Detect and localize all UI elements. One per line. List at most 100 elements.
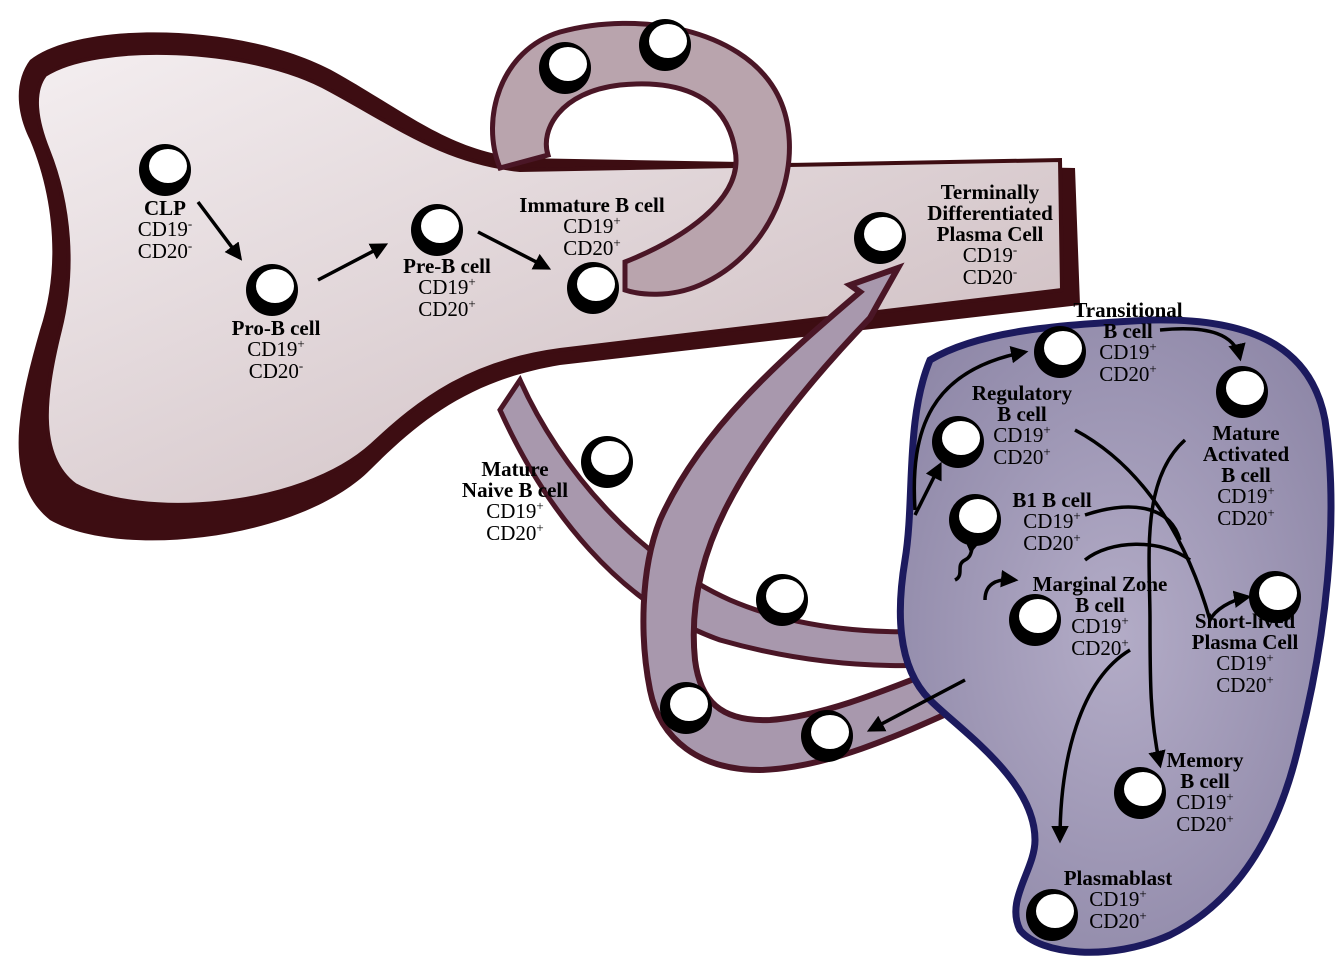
- marker-cd19: CD19+: [1089, 886, 1147, 911]
- marker-base: CD19: [486, 499, 536, 523]
- cell-nucleus-highlight: [421, 209, 459, 243]
- cell-transitional: [1034, 326, 1086, 378]
- marker-sign: +: [1073, 508, 1080, 523]
- cell-regulatory: [932, 416, 984, 468]
- marker-cd19: CD19-: [138, 216, 193, 241]
- cell-vessel-top-2: [639, 19, 691, 71]
- marker-sign: +: [613, 235, 620, 250]
- marker-base: CD19: [418, 275, 468, 299]
- marker-base: CD19: [963, 243, 1013, 267]
- cell-nucleus-highlight: [1124, 772, 1162, 806]
- marker-cd20: CD20+: [563, 235, 621, 260]
- marker-sign: +: [1266, 650, 1273, 665]
- marker-sign: +: [1121, 613, 1128, 628]
- marker-base: CD19: [1176, 790, 1226, 814]
- cell-vessel-top-1: [539, 42, 591, 94]
- cell-nucleus-highlight: [1019, 599, 1057, 633]
- marker-sign: +: [1043, 422, 1050, 437]
- marker-base: CD20: [418, 297, 468, 321]
- cell-memory: [1114, 767, 1166, 819]
- marker-base: CD20: [563, 236, 613, 260]
- marker-base: CD19: [1089, 887, 1139, 911]
- marker-sign: +: [1266, 672, 1273, 687]
- marker-cd20: CD20+: [1176, 811, 1234, 836]
- cell-nucleus-highlight: [959, 499, 997, 533]
- cell-b1: [949, 494, 1001, 546]
- marker-sign: -: [188, 216, 192, 231]
- marker-sign: +: [1043, 444, 1050, 459]
- cell-nucleus-highlight: [149, 149, 187, 183]
- marker-base: CD20: [1023, 531, 1073, 555]
- marker-base: CD19: [563, 214, 613, 238]
- cell-terminal-plasma: [854, 212, 906, 264]
- marker-cd20: CD20+: [1099, 361, 1157, 386]
- marker-cd20: CD20-: [249, 358, 304, 383]
- cell-nucleus-highlight: [577, 267, 615, 301]
- marker-base: CD19: [1217, 484, 1267, 508]
- cell-nucleus-highlight: [942, 421, 980, 455]
- cell-nucleus-highlight: [1259, 576, 1297, 610]
- marker-sign: +: [1139, 886, 1146, 901]
- cell-vessel-lower: [756, 574, 808, 626]
- marker-base: CD20: [1071, 636, 1121, 660]
- marker-sign: +: [1226, 811, 1233, 826]
- marker-sign: +: [468, 296, 475, 311]
- marker-base: CD20: [963, 265, 1013, 289]
- cell-nucleus-highlight: [591, 441, 629, 475]
- cell-marginal-zone: [1009, 594, 1061, 646]
- cell-nucleus-highlight: [256, 269, 294, 303]
- cell-immature-b: [567, 262, 619, 314]
- marker-cd20: CD20+: [418, 296, 476, 321]
- marker-cd19: CD19+: [1216, 650, 1274, 675]
- marker-base: CD20: [1089, 909, 1139, 933]
- cell-mature-naive: [581, 436, 633, 488]
- marker-sign: +: [1267, 483, 1274, 498]
- cell-bloodstream: [801, 710, 853, 762]
- cell-nucleus-highlight: [549, 47, 587, 81]
- marker-sign: +: [1149, 361, 1156, 376]
- marker-base: CD20: [1217, 506, 1267, 530]
- marker-cd19: CD19+: [486, 498, 544, 523]
- cell-nucleus-highlight: [670, 687, 708, 721]
- marker-base: CD20: [138, 239, 188, 263]
- marker-cd19: CD19+: [1217, 483, 1275, 508]
- marker-base: CD19: [993, 423, 1043, 447]
- marker-cd20: CD20+: [1216, 672, 1274, 697]
- marker-base: CD19: [247, 337, 297, 361]
- marker-sign: +: [613, 213, 620, 228]
- marker-base: CD20: [1176, 812, 1226, 836]
- cell-clp: [139, 144, 191, 196]
- marker-cd19: CD19+: [563, 213, 621, 238]
- marker-base: CD20: [486, 521, 536, 545]
- marker-cd20: CD20+: [1071, 635, 1129, 660]
- marker-cd19: CD19+: [1023, 508, 1081, 533]
- marker-base: CD20: [1099, 362, 1149, 386]
- marker-cd20: CD20+: [1217, 505, 1275, 530]
- marker-cd20: CD20+: [486, 520, 544, 545]
- marker-cd19: CD19+: [1071, 613, 1129, 638]
- cell-mature-activated: [1216, 366, 1268, 418]
- marker-sign: -: [299, 358, 303, 373]
- cell-plasmablast: [1026, 889, 1078, 941]
- marker-cd19: CD19+: [993, 422, 1051, 447]
- marker-base: CD19: [1023, 509, 1073, 533]
- marker-sign: +: [1121, 635, 1128, 650]
- marker-base: CD20: [249, 359, 299, 383]
- marker-sign: +: [1149, 339, 1156, 354]
- cell-nucleus-highlight: [1036, 894, 1074, 928]
- marker-sign: +: [468, 274, 475, 289]
- marker-cd20: CD20+: [1089, 908, 1147, 933]
- marker-sign: +: [536, 498, 543, 513]
- cell-nucleus-highlight: [766, 579, 804, 613]
- marker-cd19: CD19-: [963, 242, 1018, 267]
- marker-cd20: CD20-: [138, 238, 193, 263]
- marker-base: CD19: [1216, 651, 1266, 675]
- marker-cd20: CD20+: [993, 444, 1051, 469]
- marker-cd20: CD20-: [963, 264, 1018, 289]
- marker-sign: +: [1267, 505, 1274, 520]
